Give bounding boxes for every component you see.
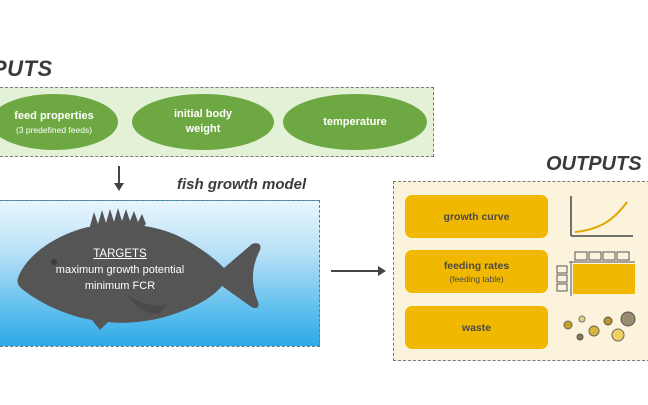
outputs-title: OUTPUTS <box>546 153 642 175</box>
growth-curve-icon <box>570 196 633 237</box>
feed-properties-label: feed properties <box>14 109 94 122</box>
temperature-node: temperature <box>283 94 427 150</box>
model-to-outputs-arrowhead <box>378 266 386 276</box>
growth-curve-node: growth curve <box>405 195 548 238</box>
feeding-table-icon <box>556 251 635 296</box>
feed-properties-node: feed properties (3 predefined feeds) <box>0 94 118 150</box>
waste-particles-icon <box>563 311 636 342</box>
targets-block: TARGETS maximum growth potential minimum… <box>20 246 220 294</box>
growth-curve-label: growth curve <box>443 210 510 223</box>
model-to-outputs-arrow <box>331 270 379 272</box>
target-max-growth: maximum growth potential <box>55 264 185 276</box>
initial-body-weight-line1: initial body <box>173 108 233 120</box>
feed-properties-sublabel: (3 predefined feeds) <box>15 124 93 135</box>
inputs-title: PUTS <box>0 56 53 81</box>
waste-label: waste <box>461 321 492 334</box>
initial-body-weight-node: initial body weight <box>132 94 274 150</box>
initial-body-weight-line2: weight <box>185 123 221 135</box>
fish-silhouette-icon <box>17 208 261 330</box>
feeding-rates-sublabel: (feeding table) <box>449 273 504 284</box>
targets-heading: TARGETS <box>93 248 147 260</box>
target-min-fcr: minimum FCR <box>84 280 156 292</box>
inputs-to-model-arrow <box>118 166 120 184</box>
inputs-to-model-arrowhead <box>114 183 124 191</box>
waste-node: waste <box>405 306 548 349</box>
feeding-rates-label: feeding rates <box>443 259 510 272</box>
model-title: fish growth model <box>177 176 307 193</box>
temperature-label: temperature <box>323 115 387 128</box>
feeding-rates-node: feeding rates (feeding table) <box>405 250 548 293</box>
